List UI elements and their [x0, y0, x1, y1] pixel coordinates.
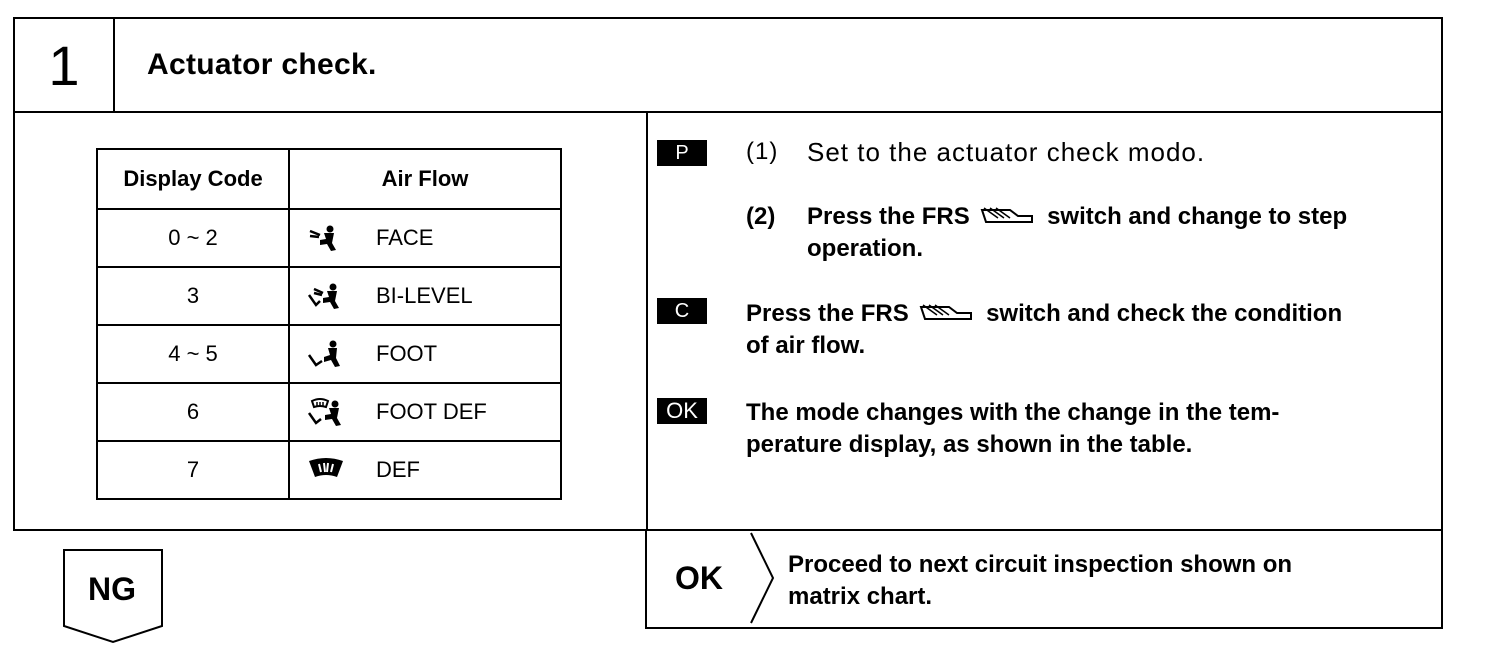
header-display-code: Display Code — [96, 148, 290, 210]
ok-label: OK — [675, 559, 723, 596]
c-tag: C — [657, 298, 707, 324]
air-flow-mode: FOOT — [376, 341, 438, 366]
foot-vent-icon — [307, 340, 340, 367]
check-line1: Press the FRS switch and check the condi… — [746, 298, 1342, 330]
air-flow-mode: FACE — [376, 225, 434, 250]
display-code-cell: 7 — [96, 440, 290, 500]
display-code-cell: 6 — [96, 382, 290, 442]
p-tag: P — [657, 140, 707, 166]
ok-result-line2: perature display, as shown in the table. — [746, 431, 1193, 458]
step-number: 1 — [15, 19, 115, 111]
air-flow-mode: DEF — [376, 457, 420, 482]
step2-line2: operation. — [807, 235, 924, 262]
ng-arrow: NG — [62, 548, 166, 646]
display-code-cell: 0 ~ 2 — [96, 208, 290, 268]
air-flow-cell: DEF — [288, 440, 562, 500]
step2-number: (2) — [746, 203, 776, 230]
ng-arrow-shape — [63, 549, 163, 644]
ng-label: NG — [88, 570, 136, 607]
step2-post: switch and change to step — [1047, 203, 1348, 230]
air-flow-mode: FOOT DEF — [376, 399, 487, 424]
frs-switch-icon — [920, 304, 973, 320]
table-row: 3 BI-LEVEL — [96, 266, 562, 326]
display-code-cell: 3 — [96, 266, 290, 326]
face-vent-icon — [309, 225, 336, 251]
ok-tag: OK — [657, 398, 707, 424]
step2-pre: Press the FRS — [807, 203, 970, 230]
air-flow-mode: BI-LEVEL — [376, 283, 473, 308]
step-header: 1 Actuator check. — [13, 17, 1443, 113]
step2-line1: Press the FRS switch and change to step — [807, 201, 1347, 233]
display-code-cell: 4 ~ 5 — [96, 324, 290, 384]
check-pre: Press the FRS — [746, 300, 909, 327]
ok-result-line1: The mode changes with the change in the … — [746, 399, 1280, 426]
air-flow-cell: FACE — [288, 208, 562, 268]
check-line2: of air flow. — [746, 332, 866, 359]
column-divider — [646, 113, 648, 529]
foot-def-vent-icon — [307, 398, 341, 426]
table-row: 6 FOOT DEF — [96, 382, 562, 442]
ok-chevron-icon — [750, 532, 775, 624]
table-row: 0 ~ 2 FACE — [96, 208, 562, 268]
air-flow-cell: FOOT DEF — [288, 382, 562, 442]
check-post: switch and check the condition — [986, 300, 1343, 327]
step-title: Actuator check. — [147, 48, 377, 81]
table-header-row: Display Code Air Flow — [96, 148, 562, 210]
air-flow-cell: BI-LEVEL — [288, 266, 562, 326]
ok-next-line1: Proceed to next circuit inspection shown… — [788, 551, 1293, 578]
ok-next-line2: matrix chart. — [788, 583, 933, 610]
bi-level-vent-icon — [307, 283, 339, 309]
header-air-flow: Air Flow — [288, 148, 562, 210]
table-row: 7 DEF — [96, 440, 562, 500]
air-flow-cell: FOOT — [288, 324, 562, 384]
step1-text: Set to the actuator check modo. — [807, 137, 1206, 167]
air-flow-table: Display Code Air Flow 0 ~ 2 FACE 3 — [96, 148, 562, 500]
frs-switch-icon — [981, 207, 1034, 223]
step-body: Display Code Air Flow 0 ~ 2 FACE 3 — [13, 113, 1443, 531]
ok-result-box: OK Proceed to next circuit inspection sh… — [645, 529, 1443, 629]
table-row: 4 ~ 5 FOOT — [96, 324, 562, 384]
defrost-icon — [309, 458, 343, 477]
step1-number: (1) — [746, 138, 779, 165]
